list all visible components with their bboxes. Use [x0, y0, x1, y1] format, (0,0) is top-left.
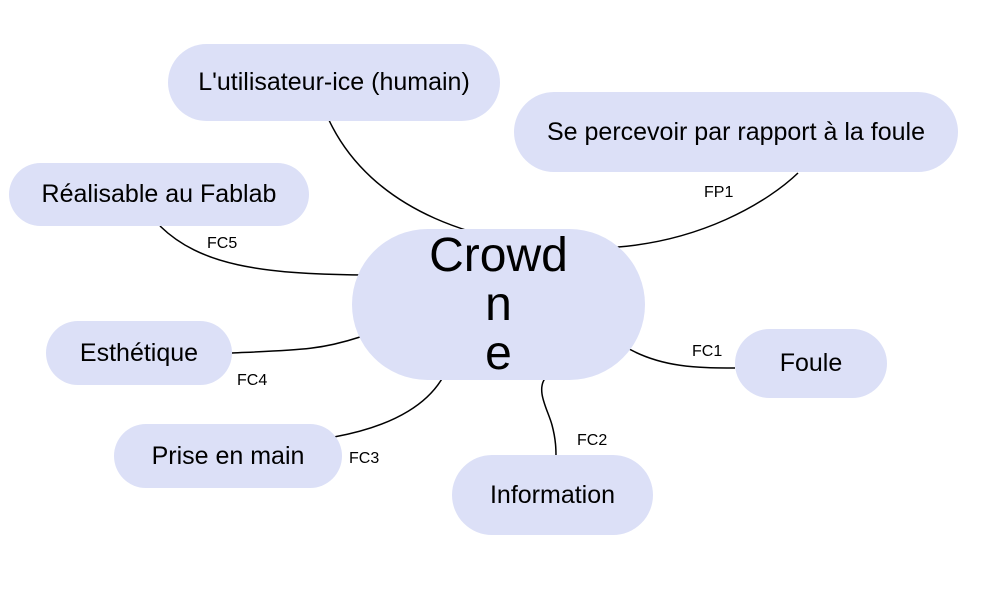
link-label-fc2: FC2: [577, 432, 608, 449]
node-handling[interactable]: Prise en main: [114, 424, 342, 488]
link-label-fc3: FC3: [349, 450, 380, 467]
node-user[interactable]: L'utilisateur-ice (humain): [168, 44, 500, 121]
node-fablab-label: Réalisable au Fablab: [41, 180, 277, 208]
node-crowd-label: Foule: [779, 349, 843, 377]
link-fc5: [159, 225, 363, 276]
link-fc3: [333, 376, 444, 438]
center-line-3: e: [485, 327, 512, 380]
link-label-fc1: FC1: [692, 343, 723, 360]
link-label-fc4: FC4: [237, 372, 268, 389]
node-user-label: L'utilisateur-ice (humain): [198, 68, 470, 96]
node-aesthetic[interactable]: Esthétique: [46, 321, 232, 385]
link-fc1: [623, 345, 736, 369]
node-handling-label: Prise en main: [151, 441, 305, 470]
link-fc4: [231, 336, 361, 354]
node-crowd-perception-label: Se percevoir par rapport à la foule: [547, 117, 925, 146]
node-center[interactable]: Crowd n e: [352, 229, 645, 380]
node-crowd[interactable]: Foule: [735, 329, 887, 398]
node-information[interactable]: Information: [452, 455, 653, 535]
node-fablab[interactable]: Réalisable au Fablab: [9, 163, 309, 226]
node-aesthetic-label: Esthétique: [79, 338, 199, 367]
center-line-2: n: [485, 278, 512, 331]
link-fc2: [540, 376, 557, 458]
link-label-fc5: FC5: [207, 235, 238, 252]
link-label-fp1: FP1: [704, 184, 734, 201]
node-crowd-perception[interactable]: Se percevoir par rapport à la foule: [514, 92, 958, 172]
center-line-1: Crowd: [429, 229, 568, 282]
node-information-label: Information: [489, 480, 616, 509]
